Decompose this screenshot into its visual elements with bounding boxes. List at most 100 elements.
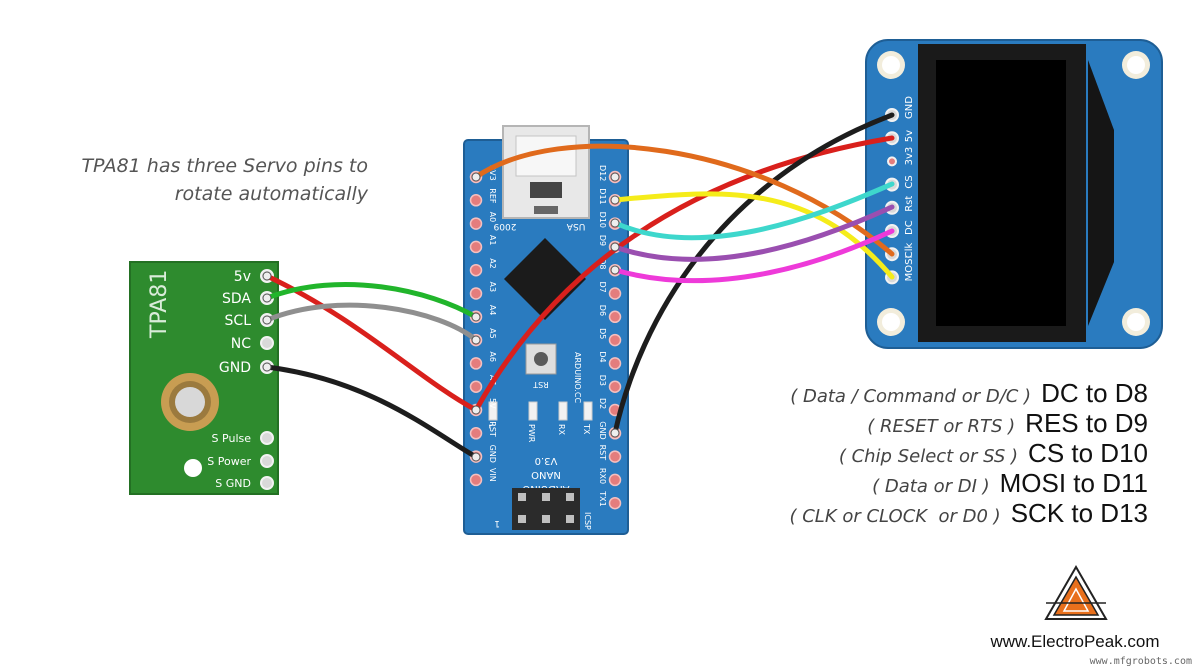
nano-pin-label: D5 [598,328,607,339]
wire-end-cap [262,271,272,281]
nano-pin-label: A4 [488,305,497,316]
wire-tpa-scl-to-nano-a5 [264,302,479,343]
wire-end-cap [610,428,620,438]
tpa81-servo-pin-s-pulse[interactable] [260,431,274,445]
watermark: www.mfgrobots.com [1089,656,1192,667]
wire-end-cap [471,312,481,322]
nano-led-label: RX [557,424,566,436]
icsp-mark: 1 [494,518,500,528]
nano-pin-label: VIN [488,468,497,482]
reset-button[interactable] [525,343,557,375]
nano-brand-line: NANO [531,469,561,480]
nano-led-label: L [487,424,496,429]
nano-led-label: PWR [527,424,536,443]
oled-flex-cable [1088,60,1114,326]
nano-pin-label: D7 [598,282,607,293]
nano-pin-label: D2 [598,398,607,409]
tpa81-sensor-lens [161,373,219,431]
tpa81-servo-pin-label: S Pulse [212,432,252,445]
icsp-label: ICSP [583,512,592,530]
nano-pin-label: D4 [598,351,607,362]
wire-end-cap [610,195,620,205]
oled-pin-label: CS [904,175,915,188]
nano-pin-label: D11 [598,188,607,204]
nano-pin-label: D6 [598,305,607,316]
pin-mapping-legend: ( Data / Command or D/C )DC to D8( RESET… [628,378,1148,528]
wire-end-cap [262,315,272,325]
oled-screen [936,60,1066,326]
arduino-top-text-2009: 2009 [493,221,516,231]
legend-alias: ( Data or DI ) [872,476,990,497]
nano-pin-left-vin[interactable] [469,473,483,487]
legend-mapping: SCK to D13 [1010,498,1148,528]
nano-pin-label: TX1 [598,490,607,506]
wire-end-cap [610,242,620,252]
brand-url[interactable]: www.ElectroPeak.com [990,632,1160,651]
oled-pin-label: Clk [904,242,915,258]
reset-button-label: RST [533,380,549,389]
tpa81-servo-pin-s-gnd[interactable] [260,476,274,490]
wire-end-cap [610,218,620,228]
nano-pin-right-rst[interactable] [608,450,622,463]
nano-pin-right-d6[interactable] [608,310,622,324]
electropeak-logo [1044,564,1108,620]
nano-pin-label: RST [598,445,607,461]
arduino-side-label: ARDUINO.CC [573,352,582,403]
servo-note: TPA81 has three Servo pins to rotate aut… [81,155,368,205]
legend-alias: ( RESET or RTS ) [867,416,1016,437]
nano-led-label: TX [582,423,591,435]
wire-end-cap [471,405,481,415]
nano-pin-right-d3[interactable] [608,380,622,393]
nano-pin-label: GND [598,421,607,439]
wire-end-cap [262,362,272,372]
nano-pin-left-a7[interactable] [469,380,483,393]
legend-alias: ( CLK or CLOCK or D0 ) [789,506,1001,527]
tpa81-name: TPA81 [147,270,172,339]
nano-pin-label: A5 [488,328,497,339]
nano-pin-left-a6[interactable] [469,357,483,370]
nano-pin-left-ref[interactable] [469,194,483,207]
icsp-header [512,488,580,530]
nano-pin-right-d7[interactable] [608,287,622,300]
legend-row: ( RESET or RTS )RES to D9 [628,408,1148,438]
nano-pin-left-a0[interactable] [469,217,483,230]
nano-pin-label: D12 [598,165,607,181]
legend-row: ( CLK or CLOCK or D0 ) SCK to D13 [628,498,1148,528]
nano-pin-right-d4[interactable] [608,357,622,370]
nano-pin-right-rx0[interactable] [608,473,622,487]
tpa81-mounting-hole [184,459,202,477]
legend-row: ( Chip Select or SS )CS to D10 [628,438,1148,468]
tpa81-pin-nc[interactable] [260,336,274,350]
nano-pin-right-d5[interactable] [608,333,622,347]
wire-end-cap [262,293,272,303]
nano-pin-left-a3[interactable] [469,287,483,300]
nano-pin-left-a2[interactable] [469,263,483,277]
nano-pin-label: A6 [488,351,497,362]
nano-pin-left-a1[interactable] [469,240,483,254]
nano-led-tx [583,401,593,421]
nano-pin-left-rst[interactable] [469,427,483,440]
tpa81-servo-pin-s-power[interactable] [260,454,274,468]
nano-pin-label: A2 [488,258,497,269]
oled-pin-label: 3v3 [904,147,915,166]
usb-connector [502,125,590,219]
nano-pin-label: RX0 [598,468,607,484]
nano-pin-label: RST [488,421,497,437]
nano-pin-label: D9 [598,235,607,246]
nano-pin-label: A3 [488,282,497,293]
oled-pin-3v3[interactable] [887,156,897,167]
oled-pin-label: DC [904,220,915,235]
nano-pin-label: REF [488,188,497,204]
oled-pin-label: MOSI [904,256,915,282]
tpa81-pin-label: 5v [234,269,251,285]
nano-pin-label: A0 [488,212,497,223]
nano-pin-right-tx1[interactable] [608,496,622,510]
oled-mounting-holes [877,51,1150,336]
legend-mapping: MOSI to D11 [999,468,1148,498]
oled-pin-label: Rst [904,196,915,212]
nano-led-pwr [528,401,538,421]
